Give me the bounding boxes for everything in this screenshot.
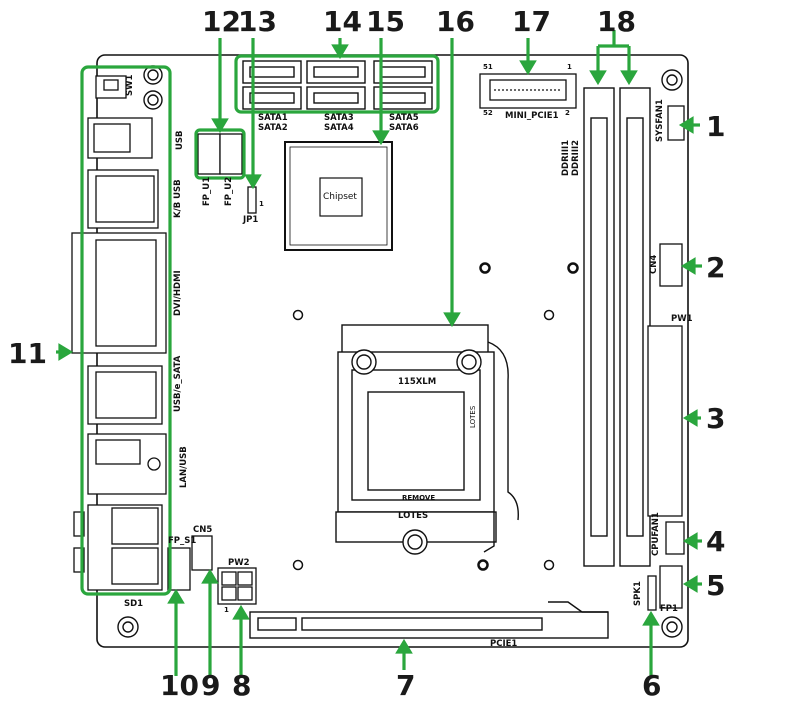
mounting-holes xyxy=(117,65,683,638)
right-headers xyxy=(647,105,685,611)
power-connectors xyxy=(167,535,257,605)
callout-11: 11 xyxy=(8,337,47,370)
callout-2: 2 xyxy=(706,251,726,284)
label-dvi-hdmi: DVI/HDMI xyxy=(173,270,183,316)
label-lotes-small: LOTES xyxy=(469,405,477,428)
label-sata2: SATA2 xyxy=(258,123,288,133)
callout-1: 1 xyxy=(706,110,726,143)
sata-connectors xyxy=(242,60,433,110)
label-ddr1: DDRIII1 xyxy=(561,139,571,176)
label-fp1: FP1 xyxy=(660,604,678,614)
chipset xyxy=(284,141,393,251)
callout-17: 17 xyxy=(512,5,551,38)
label-sata5: SATA5 xyxy=(389,113,419,123)
rear-io-ports xyxy=(71,75,167,591)
label-cn4: CN4 xyxy=(649,254,659,274)
highlight-boxes xyxy=(80,54,440,596)
callout-9: 9 xyxy=(201,669,221,702)
label-sata6: SATA6 xyxy=(389,123,419,133)
label-fp-u2: FP_U2 xyxy=(224,176,234,206)
callout-6: 6 xyxy=(642,669,662,702)
label-socket: 115XLM xyxy=(398,377,437,387)
label-jp1: JP1 xyxy=(243,215,259,225)
callout-3: 3 xyxy=(706,402,726,435)
callout-10: 10 xyxy=(160,669,199,702)
label-mini-pcie: MINI_PCIE1 xyxy=(505,111,559,121)
callout-12: 12 xyxy=(202,5,241,38)
label-sata3: SATA3 xyxy=(324,113,354,123)
callout-5: 5 xyxy=(706,569,726,602)
callout-16: 16 xyxy=(436,5,475,38)
label-kb-usb: K/B USB xyxy=(173,179,183,218)
label-spk: SPK1 xyxy=(633,581,643,606)
label-usb: USB xyxy=(175,130,185,150)
label-jp1-pin1: 1 xyxy=(259,200,264,208)
callout-8: 8 xyxy=(232,669,252,702)
label-cpufan: CPUFAN1 xyxy=(651,512,661,556)
label-ddr2: DDRIII2 xyxy=(571,139,581,176)
usb-headers xyxy=(197,133,257,214)
label-pin1: 1 xyxy=(567,63,572,71)
label-lan-usb: LAN/USB xyxy=(179,446,189,488)
label-pin51: 51 xyxy=(483,63,493,71)
pcie-slot xyxy=(249,601,609,639)
label-sata1: SATA1 xyxy=(258,113,288,123)
label-remove: REMOVE xyxy=(402,494,436,502)
label-lotes: LOTES xyxy=(398,511,429,521)
label-sata4: SATA4 xyxy=(324,123,354,133)
label-chipset: Chipset xyxy=(323,192,357,202)
label-fp-u1: FP_U1 xyxy=(202,176,212,206)
label-pin52: 52 xyxy=(483,109,493,117)
label-pw2: PW2 xyxy=(228,558,250,568)
label-pin2: 2 xyxy=(565,109,570,117)
label-fp-s1: FP_S1 xyxy=(168,536,197,546)
callout-14: 14 xyxy=(323,5,362,38)
label-cn5: CN5 xyxy=(193,525,213,535)
callout-13: 13 xyxy=(238,5,277,38)
callout-4: 4 xyxy=(706,525,726,558)
callout-arrows xyxy=(56,30,702,676)
callout-7: 7 xyxy=(396,669,416,702)
label-sysfan: SYSFAN1 xyxy=(655,99,665,142)
mini-pcie-slot xyxy=(479,73,577,109)
label-pw1: PW1 xyxy=(671,314,693,324)
cpu-socket xyxy=(335,324,519,555)
label-pcie: PCIE1 xyxy=(490,639,518,649)
label-usb-esata: USB/e_SATA xyxy=(173,355,183,412)
label-pw2-pin1: 1 xyxy=(224,606,229,614)
callout-15: 15 xyxy=(366,5,405,38)
label-sd1: SD1 xyxy=(124,599,144,609)
label-sw1: SW1 xyxy=(125,74,135,96)
callout-18: 18 xyxy=(597,5,636,38)
